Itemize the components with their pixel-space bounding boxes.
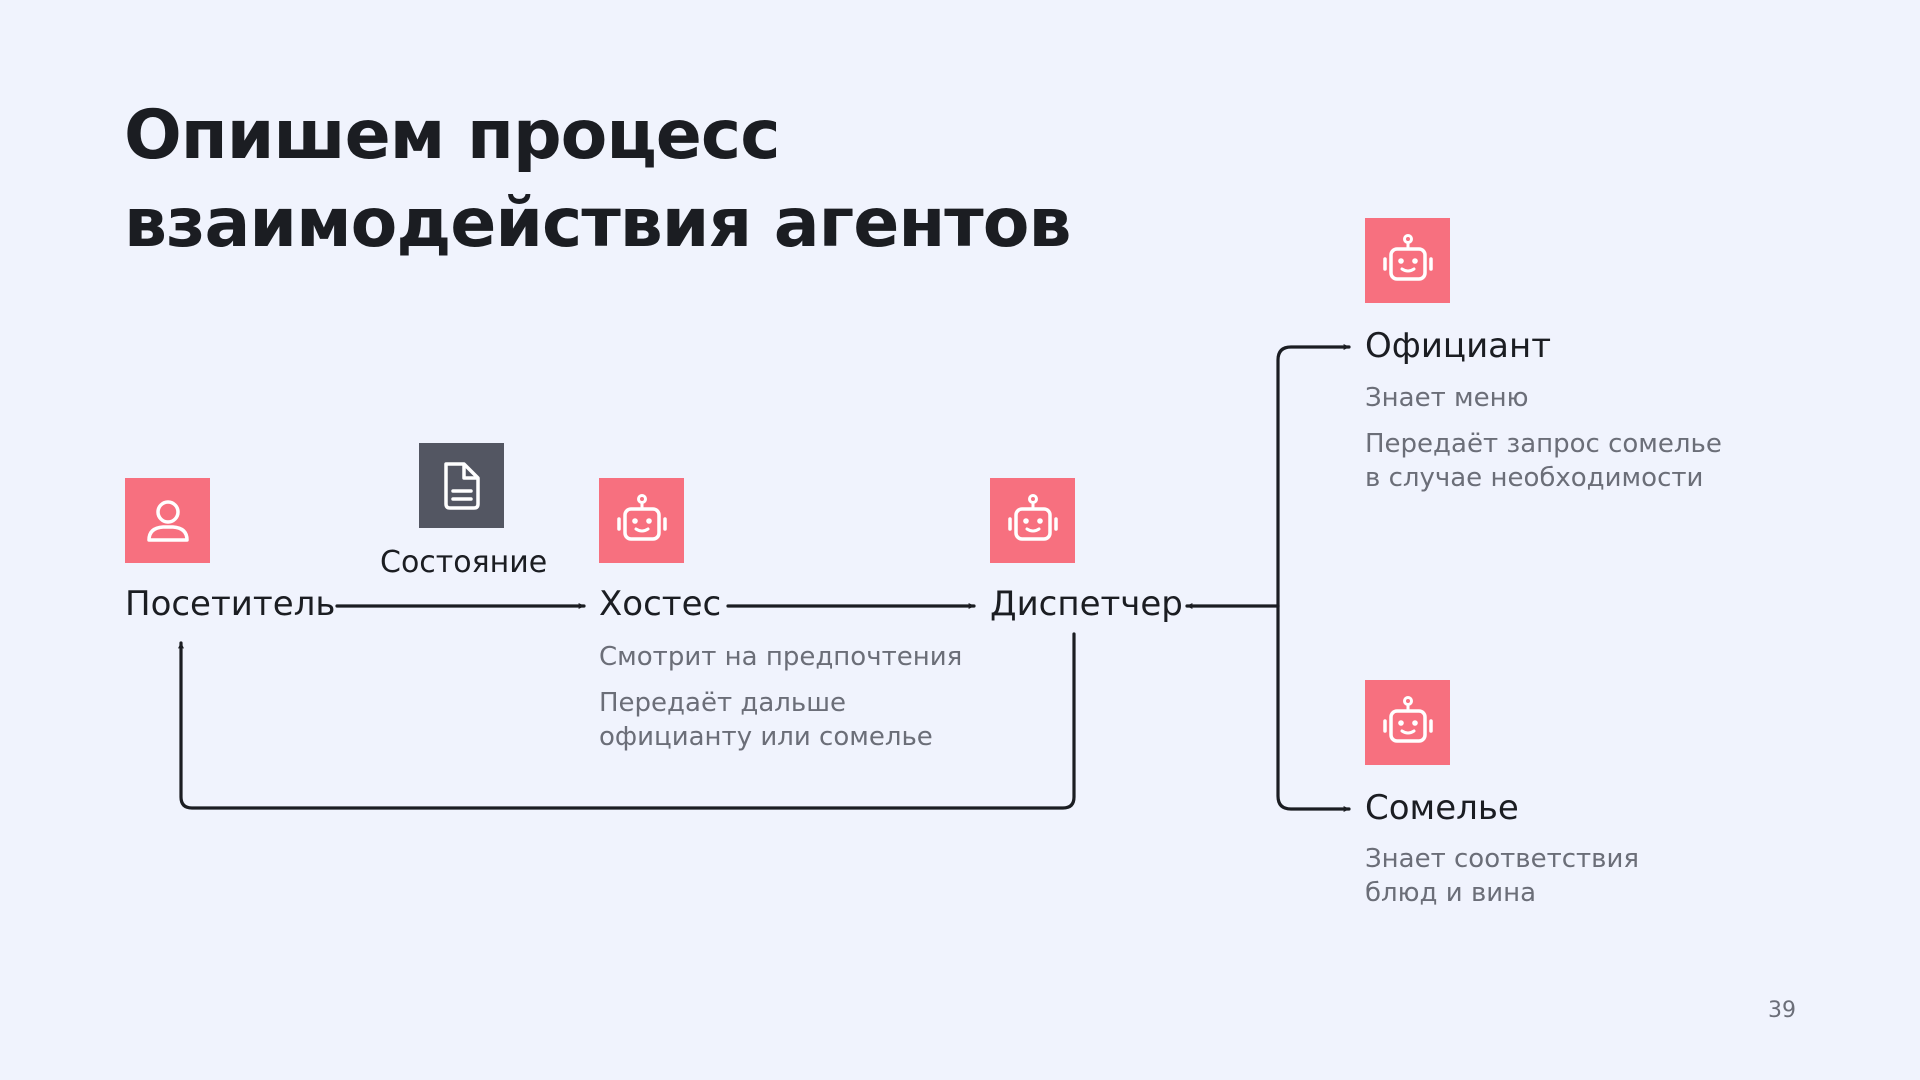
- hostess-label: Хостес: [599, 584, 722, 624]
- sommelier-note: Знает соответствия блюд и вина: [1365, 842, 1639, 910]
- dispatcher-label: Диспетчер: [990, 584, 1183, 624]
- robot-icon: [1382, 695, 1433, 743]
- arrow-to-waiter: [1276, 344, 1351, 608]
- slide-title-line-2: взаимодействия агентов: [124, 184, 1071, 263]
- visitor-icon-tile: [125, 478, 210, 563]
- hostess-icon-tile: [599, 478, 684, 563]
- user-icon: [146, 499, 189, 542]
- sommelier-icon-tile: [1365, 680, 1450, 765]
- state-icon-tile: [419, 443, 504, 528]
- sommelier-label: Сомелье: [1365, 788, 1519, 828]
- slide-title-line-1: Опишем процесс: [124, 96, 781, 175]
- waiter-icon-tile: [1365, 218, 1450, 303]
- waiter-note-2-line-2: в случае необходимости: [1365, 463, 1704, 493]
- visitor-label: Посетитель: [125, 584, 336, 624]
- page-number: 39: [1768, 998, 1796, 1023]
- hostess-note-2-line-2: официанту или сомелье: [599, 722, 933, 752]
- hostess-note-1: Смотрит на предпочтения: [599, 642, 963, 672]
- robot-icon: [1382, 233, 1433, 281]
- hostess-note-2-line-1: Передаёт дальше: [599, 688, 846, 718]
- arrow-dispatcher-to-visitor: [178, 632, 1076, 810]
- waiter-label: Официант: [1365, 326, 1552, 366]
- waiter-note-2: Передаёт запрос сомелье в случае необход…: [1365, 427, 1722, 495]
- waiter-note-2-line-1: Передаёт запрос сомелье: [1365, 429, 1722, 459]
- robot-icon: [1007, 493, 1058, 541]
- waiter-note-1: Знает меню: [1365, 383, 1529, 413]
- sommelier-note-line-2: блюд и вина: [1365, 878, 1537, 908]
- hostess-note-2: Передаёт дальше официанту или сомелье: [599, 686, 933, 754]
- robot-icon: [616, 493, 667, 541]
- dispatcher-icon-tile: [990, 478, 1075, 563]
- slide-title: Опишем процесс взаимодействия агентов: [124, 92, 1124, 268]
- document-icon: [443, 461, 480, 510]
- arrow-to-sommelier: [1276, 604, 1351, 812]
- state-label: Состояние: [380, 545, 548, 580]
- sommelier-note-line-1: Знает соответствия: [1365, 844, 1640, 874]
